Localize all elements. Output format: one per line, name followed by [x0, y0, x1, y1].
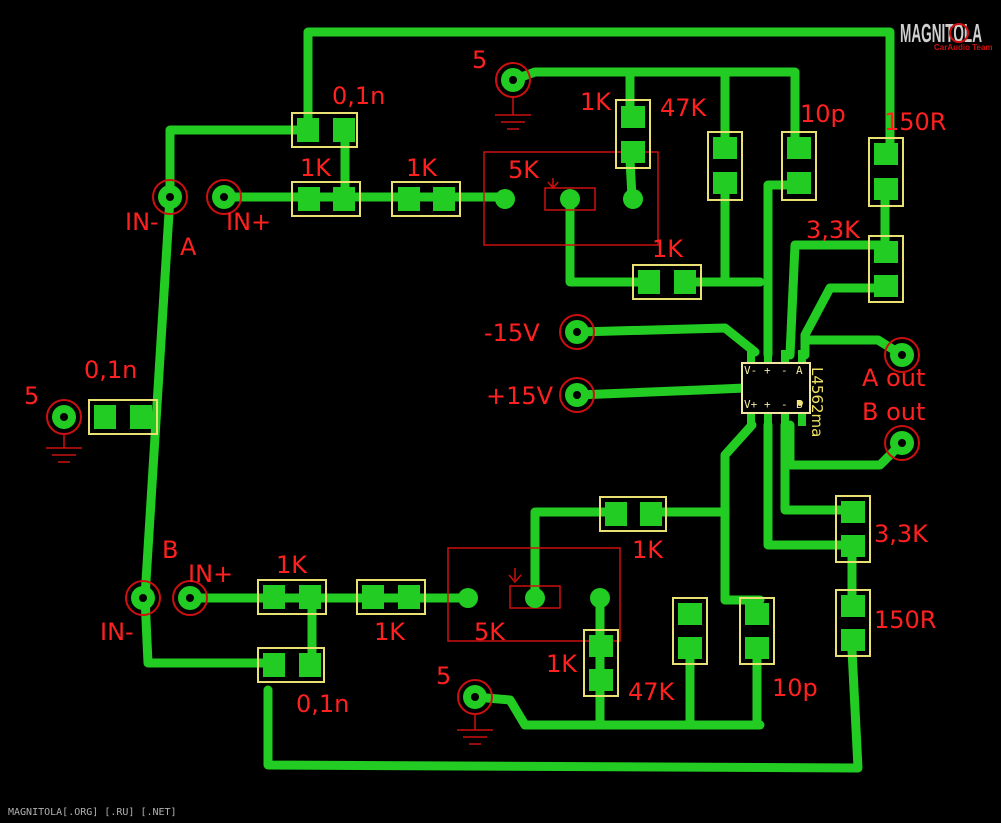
resistor-b-1k-2 [356, 579, 426, 615]
cap-a-10p [781, 131, 817, 201]
terminal-b-out [884, 425, 920, 461]
resistor-b-1k-1 [257, 579, 327, 615]
label-a-out: A out [862, 364, 925, 392]
logo-subtitle: CarAudio Team [934, 43, 993, 52]
chip-pin-bottom-3: - [781, 398, 788, 411]
label-r-a-33k: 3,3K [806, 216, 861, 244]
label-in-minus-a: IN- [125, 208, 159, 236]
logo: MAGNITOLA CarAudio Team [900, 18, 993, 52]
label-r-b-150r: 150R [874, 606, 936, 634]
cap-b-10p [739, 597, 775, 665]
logo-ring-icon [949, 23, 969, 43]
terminal-in-minus-a [152, 179, 188, 215]
terminal-in-plus-b [172, 580, 208, 616]
label-pos15: +15V [486, 382, 554, 410]
label-r-b-1k-1: 1K [276, 551, 308, 579]
terminal-pos15 [559, 377, 595, 413]
label-gnd-left: 5 [24, 382, 39, 410]
terminal-a-out [884, 337, 920, 373]
label-r-a-1k-1: 1K [300, 154, 332, 182]
chip-pin-top-2: - [781, 364, 788, 377]
label-r-b-1k-4: 1K [546, 650, 578, 678]
label-c-b-10p: 10p [772, 674, 818, 702]
ground-symbols [46, 97, 531, 745]
label-r-a-47k: 47K [660, 94, 708, 122]
label-c-a-in: 0,1n [332, 82, 385, 110]
label-in-plus-b: IN+ [188, 560, 233, 588]
resistor-b-1k-vertical [583, 629, 619, 697]
chip-pin-bottom-1: V+ [744, 398, 758, 411]
label-b-out: B out [862, 398, 925, 426]
resistor-a-1k-4 [632, 264, 702, 300]
label-c-b-in: 0,1n [296, 690, 349, 718]
chip-name: L4562ma [808, 367, 826, 437]
label-c-left: 0,1n [84, 356, 137, 384]
label-r-a-1k-2: 1K [406, 154, 438, 182]
potentiometer-a [483, 151, 659, 246]
resistor-b-47k [672, 597, 708, 665]
label-r-b-1k-2: 1K [374, 618, 406, 646]
resistor-b-150r [835, 589, 871, 657]
terminal-gnd-left [46, 399, 82, 435]
resistor-a-150r [868, 137, 904, 207]
resistor-b-33k [835, 495, 871, 563]
cap-left [88, 399, 158, 435]
label-neg15: -15V [484, 319, 540, 347]
resistor-a-47k [707, 131, 743, 201]
resistor-a-1k-1 [291, 181, 361, 217]
terminal-neg15 [559, 314, 595, 350]
label-r-b-1k-3: 1K [632, 536, 664, 564]
cap-a-input [291, 112, 358, 148]
potentiometer-b [447, 547, 621, 642]
label-pot-b: 5K [474, 618, 506, 646]
resistor-a-33k [868, 235, 904, 303]
chip-pin-top-1: A [796, 364, 803, 377]
resistor-a-1k-3 [615, 99, 651, 169]
terminal-gnd-bottom [457, 679, 493, 715]
cap-b-input [257, 647, 325, 683]
chip-pin-top-3: + [764, 364, 771, 377]
label-pot-a: 5K [508, 156, 540, 184]
terminal-in-plus-a [206, 179, 242, 215]
resistor-b-1k-top [599, 496, 667, 532]
label-r-b-33k: 3,3K [874, 520, 929, 548]
label-c-a-10p: 10p [800, 100, 846, 128]
label-r-b-47k: 47K [628, 678, 676, 706]
label-b: B [162, 536, 178, 564]
label-in-minus-b: IN- [100, 618, 134, 646]
chip-pin-top-4: V- [744, 364, 757, 377]
label-in-plus-a: IN+ [226, 208, 271, 236]
label-r-a-1k-4: 1K [652, 235, 684, 263]
op-amp-chip: A - + V- V+ B - + L4562ma [741, 350, 826, 437]
terminal-in-minus-b [125, 580, 161, 616]
label-gnd-top: 5 [472, 46, 487, 74]
terminals [46, 62, 920, 715]
labels: IN- IN+ A 0,1n 1K 1K 5K 5 1K 47K 10p 150… [24, 46, 946, 718]
label-r-a-1k-3: 1K [580, 88, 612, 116]
footer-text: MAGNITOLA[.ORG] [.RU] [.NET] [8, 807, 177, 818]
label-gnd-bottom: 5 [436, 662, 451, 690]
terminal-gnd-top [495, 62, 531, 98]
resistor-a-1k-2 [391, 181, 461, 217]
label-r-a-150r: 150R [884, 108, 946, 136]
chip-pin-bottom-2: B [796, 398, 803, 411]
components: A - + V- V+ B - + L4562ma [88, 99, 904, 697]
label-a: A [180, 233, 197, 261]
chip-pin-bottom-4: + [764, 398, 771, 411]
